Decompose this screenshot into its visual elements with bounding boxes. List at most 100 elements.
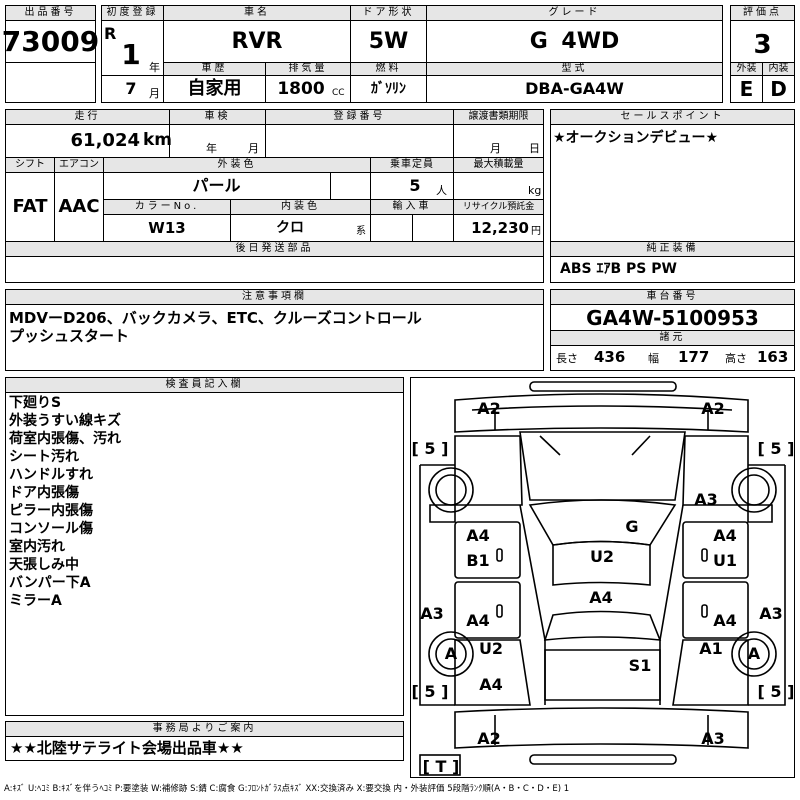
inspector-item: ハンドルすれ xyxy=(9,467,93,483)
inspector-item: 下廻りS xyxy=(9,395,62,411)
displacement: 1800 xyxy=(277,78,325,99)
inspection-year-unit: 年 xyxy=(206,142,217,155)
equipment-cell xyxy=(550,256,795,283)
max-load-label: 最大積載量 xyxy=(453,157,544,173)
notes-line-1: MDVーD206、バックカメラ、ETC、クルーズコントロール xyxy=(9,309,422,327)
damage-mark: A3 xyxy=(420,604,444,623)
chassis: GA4W-5100953 xyxy=(586,305,759,330)
doors: 5W xyxy=(368,28,409,54)
damage-mark: A2 xyxy=(477,399,501,418)
model-label: 型式 xyxy=(426,62,723,76)
inspector-item: 室内汚れ xyxy=(9,539,65,555)
length: 436 xyxy=(594,348,626,366)
inspector-item: コンソール傷 xyxy=(9,521,93,537)
equipment-label: 純正装備 xyxy=(550,241,795,257)
grade-label: グレード xyxy=(426,5,723,21)
mileage-label: 走行 xyxy=(5,109,170,125)
import-subcell xyxy=(412,214,454,242)
model-cell xyxy=(426,75,723,103)
first-reg-month: 7 xyxy=(125,79,137,98)
damage-mark: [ 5 ] xyxy=(757,439,795,458)
first-reg-year: 1 xyxy=(121,38,141,71)
notes-cell xyxy=(5,304,544,371)
office-text: ★★北陸サテライト会場出品車★★ xyxy=(10,739,244,757)
damage-mark: A1 xyxy=(699,639,723,658)
km-unit: km xyxy=(143,130,173,150)
grade: G 4WD xyxy=(529,28,620,54)
import-label: 輸入車 xyxy=(370,199,454,215)
damage-mark: A2 xyxy=(477,729,501,748)
doors-label: ドア形状 xyxy=(350,5,427,21)
inspector-item: ミラーA xyxy=(9,593,62,609)
era: R xyxy=(104,24,117,43)
chassis-label: 車台番号 xyxy=(550,289,795,305)
damage-mark: U2 xyxy=(478,639,504,658)
damage-mark: U1 xyxy=(712,551,738,570)
damage-mark: [ 5 ] xyxy=(411,439,449,458)
later-parts-cell xyxy=(5,256,544,283)
exterior-label: 外装 xyxy=(730,62,763,76)
later-parts-label: 後日発送部品 xyxy=(5,241,544,257)
car-diagram xyxy=(419,381,786,776)
damage-mark: A xyxy=(444,644,458,663)
interior-cell xyxy=(762,75,795,103)
transfer-month-unit: 月 xyxy=(490,142,501,155)
height: 163 xyxy=(757,348,789,366)
year-unit: 年 xyxy=(149,61,160,74)
damage-mark: A3 xyxy=(759,604,783,623)
inspector-list: 下廻りS 外装うすい線キズ 荷室内張傷、汚れ シート汚れ ハンドルすれ ドア内張… xyxy=(9,394,121,610)
ext-color: パール xyxy=(192,176,241,195)
office-cell xyxy=(5,736,404,761)
sales-point-label: セールスポイント xyxy=(550,109,795,125)
equipment: ABS ｴｱB PS PW xyxy=(560,261,677,277)
damage-mark: A4 xyxy=(466,611,490,630)
fuel: ｶﾞｿﾘﾝ xyxy=(371,81,406,97)
inspector-item: 荷室内張傷、汚れ xyxy=(9,431,121,447)
exterior-grade: E xyxy=(739,77,754,101)
width-label: 幅 xyxy=(648,352,659,365)
recycle: 12,230 xyxy=(471,218,529,237)
car-name-label: 車名 xyxy=(163,5,351,21)
inspector-item: ピラー内張傷 xyxy=(9,503,93,519)
person-unit: 人 xyxy=(436,184,447,197)
damage-mark: A4 xyxy=(713,526,737,545)
damage-mark: G xyxy=(625,517,639,536)
sales-point: ★オークションデビュー★ xyxy=(553,130,719,146)
int-color-label: 内装色 xyxy=(230,199,371,215)
shift-label: シフト xyxy=(5,157,55,173)
car-name: RVR xyxy=(231,28,283,54)
interior-label: 内装 xyxy=(762,62,795,76)
damage-mark: A xyxy=(747,644,761,663)
transfer-label: 譲渡書類期限 xyxy=(453,109,544,125)
lot-no: 73009 xyxy=(1,24,100,58)
ext-color-subcell xyxy=(330,172,371,200)
height-label: 高さ xyxy=(725,352,747,365)
damage-mark: [ T ] xyxy=(422,757,460,776)
reg-no-cell xyxy=(265,124,454,158)
transfer-day-unit: 日 xyxy=(529,142,540,155)
color-no: W13 xyxy=(148,218,186,237)
damage-mark: U2 xyxy=(589,547,615,566)
inspector-item: 天張しみ中 xyxy=(9,557,79,573)
notes-label: 注意事項欄 xyxy=(5,289,544,305)
inspection-month-unit: 月 xyxy=(248,142,259,155)
damage-mark: A4 xyxy=(466,526,490,545)
inspector-label: 検査員記入欄 xyxy=(5,377,404,393)
yen-unit: 円 xyxy=(531,226,541,237)
kg-unit: kg xyxy=(528,184,542,197)
lot-no-label: 出品番号 xyxy=(5,5,96,21)
model: DBA-GA4W xyxy=(525,79,624,98)
score-label: 評価点 xyxy=(730,5,795,21)
damage-mark: B1 xyxy=(466,551,490,570)
ac-label: エアコン xyxy=(54,157,104,173)
notes-line-2: プッシュスタート xyxy=(9,327,130,345)
diagram-frame xyxy=(410,377,795,778)
capacity-label: 乗車定員 xyxy=(370,157,454,173)
damage-mark: [ 5 ] xyxy=(757,682,795,701)
damage-mark: S1 xyxy=(628,656,652,675)
reg-no-label: 登録番号 xyxy=(265,109,454,125)
color-no-label: カラーNo. xyxy=(103,199,231,215)
damage-mark: [ 5 ] xyxy=(411,682,449,701)
interior-grade: D xyxy=(770,77,787,101)
dims-label: 諸元 xyxy=(550,330,795,346)
